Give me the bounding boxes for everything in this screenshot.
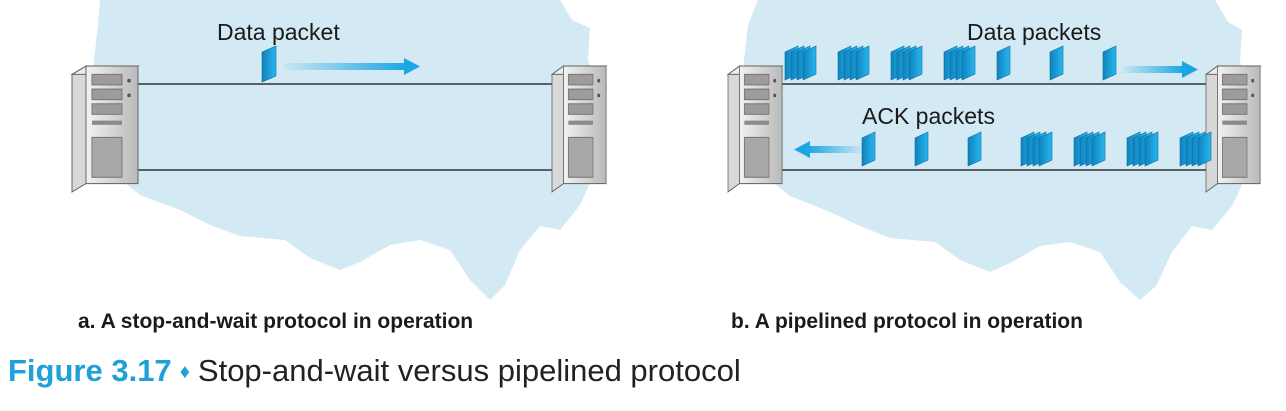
data-packets-label: Data packets xyxy=(967,19,1101,45)
packet-icon xyxy=(1197,131,1212,167)
data-packets-group xyxy=(784,45,1117,81)
packet-icon xyxy=(1038,131,1053,167)
figure-separator: ♦ xyxy=(179,361,190,384)
packet-icon xyxy=(961,45,976,81)
packet-icon xyxy=(861,131,876,167)
ack-packets-group xyxy=(861,131,1212,167)
stop-and-wait-diagram: Data packet xyxy=(71,0,607,300)
packet-group xyxy=(943,45,976,81)
receiver-server-icon xyxy=(551,65,607,193)
us-map-background xyxy=(92,0,600,300)
sender-server-icon xyxy=(727,65,783,193)
packet-group xyxy=(890,45,923,81)
packet-group xyxy=(1073,131,1106,167)
packet-group xyxy=(837,45,870,81)
packet-group xyxy=(914,131,929,167)
arrow-left-icon xyxy=(794,141,862,158)
packet-group xyxy=(1126,131,1159,167)
packet-icon xyxy=(1049,45,1064,81)
packet-group xyxy=(784,45,817,81)
packet-icon xyxy=(967,131,982,167)
pipelined-diagram: Data packets ACK packets xyxy=(727,0,1261,300)
packet-group xyxy=(967,131,982,167)
caption-stop-and-wait: a. A stop-and-wait protocol in operation xyxy=(78,310,474,333)
figure-caption: Figure 3.17 ♦ Stop-and-wait versus pipelin… xyxy=(8,353,741,389)
packet-group xyxy=(861,131,876,167)
stop-and-wait-panel: Data packet xyxy=(0,0,640,300)
pipelined-panel: Data packets ACK packets xyxy=(640,0,1286,300)
packet-icon xyxy=(908,45,923,81)
packet-icon xyxy=(996,45,1011,81)
packet-group xyxy=(1049,45,1064,81)
packet-icon xyxy=(1144,131,1159,167)
figure-title: Stop-and-wait versus pipelined protocol xyxy=(197,353,741,388)
packet-icon xyxy=(914,131,929,167)
figure-number: Figure 3.17 xyxy=(8,353,172,388)
packet-group xyxy=(1102,45,1117,81)
packet-icon xyxy=(1091,131,1106,167)
packet-group xyxy=(1179,131,1212,167)
caption-pipelined: b. A pipelined protocol in operation xyxy=(731,310,1083,333)
packet-icon xyxy=(1102,45,1117,81)
arrow-right-icon xyxy=(284,58,420,75)
packet-icon xyxy=(802,45,817,81)
packet-group xyxy=(1020,131,1053,167)
receiver-server-icon xyxy=(1205,65,1261,193)
data-packet-icon xyxy=(261,45,277,83)
ack-packets-label: ACK packets xyxy=(862,103,995,129)
us-map-background xyxy=(742,0,1252,300)
packet-group xyxy=(996,45,1011,81)
packet-icon xyxy=(855,45,870,81)
sender-server-icon xyxy=(71,65,139,193)
data-packet-label: Data packet xyxy=(217,19,340,45)
arrow-right-icon xyxy=(1122,61,1198,78)
